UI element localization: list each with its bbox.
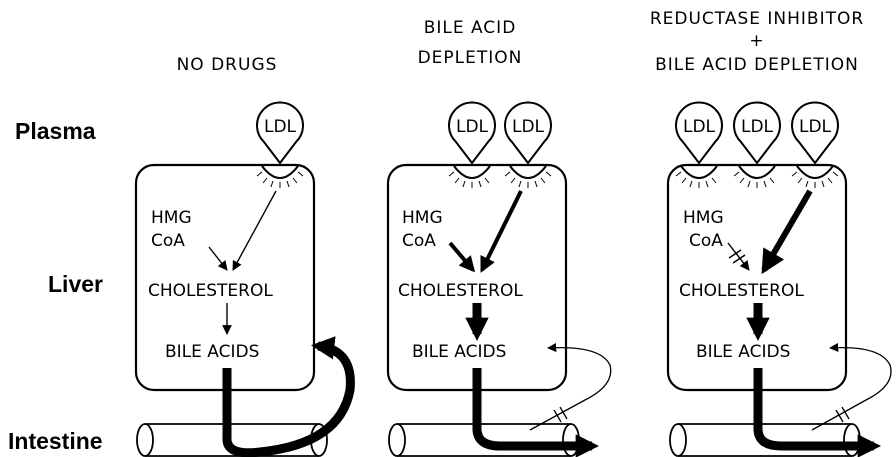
ldl-particle: LDL	[734, 102, 780, 163]
arrow-hmgcoa-to-cholesterol	[209, 247, 227, 270]
coa-label: CoA	[402, 231, 436, 251]
ldl-label: LDL	[456, 117, 489, 137]
arrow-bile-acid-excretion	[758, 368, 874, 446]
panel-no-drugs: NO DRUGS LDL HMG CoA CHOLESTEROL BILE AC…	[136, 55, 350, 456]
cholesterol-label: CHOLESTEROL	[679, 281, 804, 301]
ldl-receptor-pit	[505, 166, 551, 188]
ldl-label: LDL	[799, 117, 832, 137]
ldl-particle: LDL	[257, 102, 303, 163]
ldl-receptor-pit	[734, 166, 775, 188]
ldl-receptor-pit	[676, 166, 717, 188]
ldl-label: LDL	[741, 117, 774, 137]
bile-acids-label: BILE ACIDS	[696, 342, 790, 362]
ldl-particle: LDL	[505, 102, 551, 163]
coa-label: CoA	[689, 231, 723, 251]
ldl-receptor-pit	[792, 166, 838, 188]
ldl-particle: LDL	[792, 102, 838, 163]
coa-label: CoA	[151, 231, 185, 251]
cholesterol-label: CHOLESTEROL	[148, 281, 273, 301]
arrow-bile-acid-excretion	[477, 368, 592, 446]
blocked-marks	[554, 407, 567, 422]
ldl-particle: LDL	[676, 102, 722, 163]
bile-acids-label: BILE ACIDS	[165, 342, 259, 362]
arrow-ldl-to-cholesterol	[233, 191, 276, 270]
panel-title-plus: +	[749, 31, 764, 51]
blocked-marks	[836, 407, 849, 422]
hmg-label: HMG	[683, 208, 724, 228]
ldl-receptor-pit	[257, 166, 303, 188]
bile-acids-label: BILE ACIDS	[412, 342, 506, 362]
panel-reductase-inhibitor: REDUCTASE INHIBITOR + BILE ACID DEPLETIO…	[650, 9, 891, 456]
row-label-intestine: Intestine	[8, 428, 103, 454]
arrow-ldl-to-cholesterol	[764, 191, 810, 270]
arrow-bile-acid-recirculation-reduced	[812, 348, 891, 430]
cholesterol-label: CHOLESTEROL	[398, 281, 523, 301]
arrow-hmgcoa-to-cholesterol	[450, 243, 473, 270]
panel-title-line2: DEPLETION	[418, 48, 523, 68]
ldl-receptor-pit	[449, 166, 490, 188]
arrow-bile-acid-recirculation-reduced	[530, 348, 611, 430]
hmg-label: HMG	[402, 208, 443, 228]
panel-title-line3: BILE ACID DEPLETION	[655, 55, 859, 75]
ldl-particle: LDL	[449, 102, 495, 163]
ldl-label: LDL	[264, 117, 297, 137]
hmg-label: HMG	[151, 208, 192, 228]
ldl-label: LDL	[512, 117, 545, 137]
panel-title-line1: REDUCTASE INHIBITOR	[650, 9, 864, 29]
panel-title: NO DRUGS	[177, 55, 278, 75]
panel-bile-acid-depletion: BILE ACID DEPLETION LDL LDL HMG CoA C	[388, 18, 611, 456]
ldl-label: LDL	[683, 117, 716, 137]
arrow-bile-acid-recirculation	[227, 346, 350, 453]
arrow-ldl-to-cholesterol	[482, 191, 521, 270]
panel-title-line1: BILE ACID	[424, 18, 517, 38]
row-label-liver: Liver	[48, 271, 103, 297]
row-label-plasma: Plasma	[15, 118, 96, 144]
